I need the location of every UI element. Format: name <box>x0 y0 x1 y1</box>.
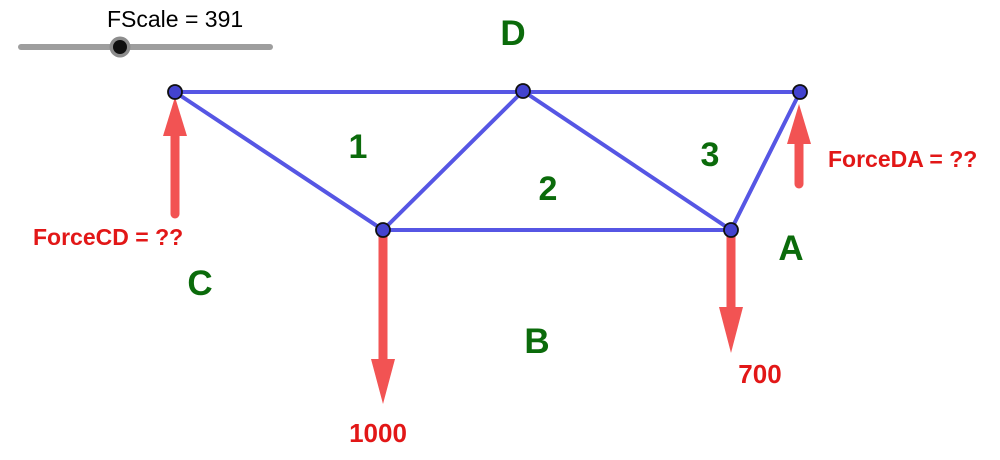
member-rising-diagonal <box>381 89 525 232</box>
force-arrow-da <box>787 104 811 189</box>
member-left-diagonal <box>173 90 385 232</box>
joint-bottom-left[interactable] <box>375 222 391 238</box>
label-member-1: 1 <box>349 128 368 166</box>
fscale-slider-handle[interactable] <box>113 40 127 54</box>
joint-bottom-right[interactable] <box>723 222 739 238</box>
joint-top-right[interactable] <box>792 84 808 100</box>
label-a: A <box>778 229 803 268</box>
label-load-700: 700 <box>738 359 781 389</box>
force-arrow-cd <box>163 97 187 219</box>
force-da-arrowhead <box>787 104 811 144</box>
label-member-3: 3 <box>701 136 720 174</box>
joint-top-left[interactable] <box>167 84 183 100</box>
label-force-cd: ForceCD = ?? <box>33 224 183 250</box>
joint-top-middle[interactable] <box>515 83 531 99</box>
label-b: B <box>524 322 549 361</box>
label-d: D <box>500 14 525 53</box>
load-arrow-700 <box>719 229 743 353</box>
force-cd-arrowhead <box>163 97 187 136</box>
load-arrow-1000 <box>371 229 395 404</box>
label-member-2: 2 <box>539 170 558 208</box>
fscale-slider: FScale = 391 <box>18 6 273 58</box>
label-force-da: ForceDA = ?? <box>828 146 977 172</box>
fscale-slider-label: FScale = 391 <box>107 6 243 32</box>
truss-members <box>173 89 802 232</box>
load-1000-arrowhead <box>371 359 395 404</box>
load-700-arrowhead <box>719 307 743 353</box>
member-falling-diagonal <box>521 89 733 232</box>
label-load-1000: 1000 <box>349 418 407 448</box>
member-right-diagonal <box>729 90 802 232</box>
truss-joints <box>167 83 808 238</box>
label-c: C <box>187 264 212 303</box>
